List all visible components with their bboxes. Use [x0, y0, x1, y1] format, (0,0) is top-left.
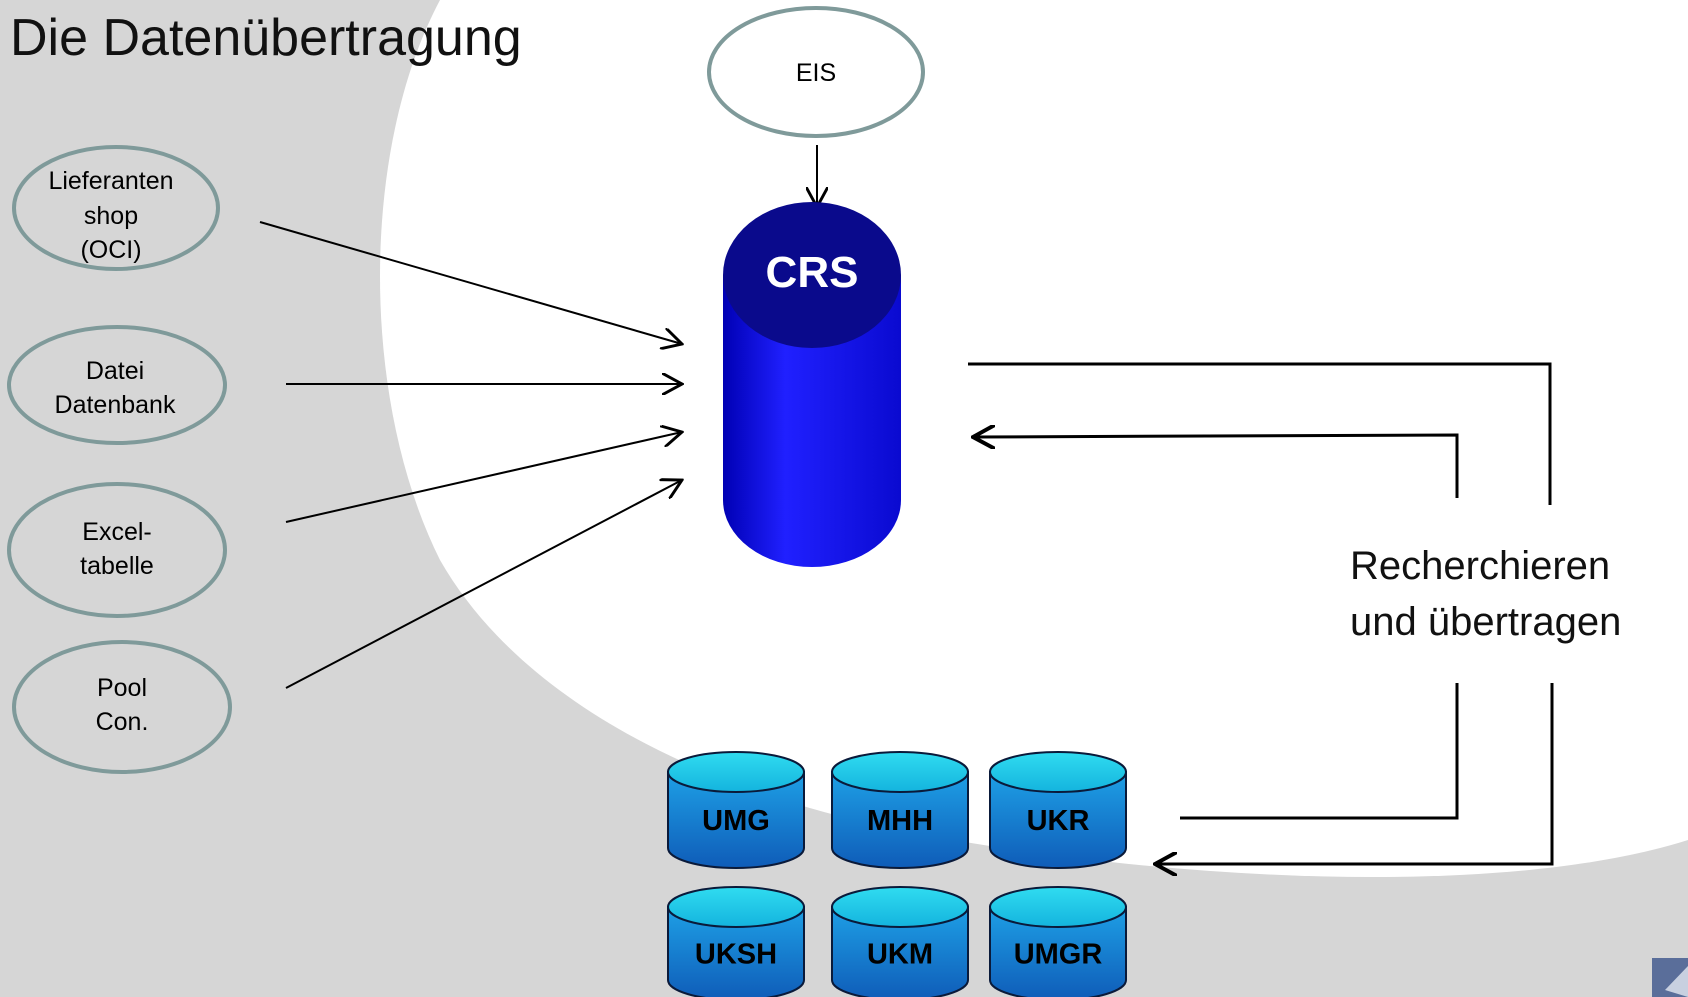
database-uksh: UKSH — [667, 886, 805, 997]
source-arrow — [285, 432, 682, 523]
database-body — [667, 906, 805, 997]
source-label-line: Excel- — [82, 518, 151, 546]
source-lieferantenshop: Lieferanten shop (OCI) — [12, 145, 220, 271]
eis-ellipse — [707, 6, 925, 138]
crs-database: CRS — [723, 202, 901, 567]
transfer-annotation: Recherchieren und übertragen — [1350, 538, 1621, 650]
database-top — [989, 751, 1127, 793]
source-label-line: Con. — [96, 708, 149, 736]
database-label: UKSH — [695, 939, 777, 971]
database-label: MHH — [867, 805, 933, 837]
source-label-line: (OCI) — [80, 236, 141, 264]
database-label: UMGR — [1014, 939, 1103, 971]
source-ellipse — [12, 640, 232, 774]
source-label-line: shop — [84, 202, 138, 230]
db-connector-arrow — [1155, 683, 1554, 864]
source-label-line: Pool — [97, 674, 147, 702]
database-label: UKM — [867, 939, 933, 971]
database-body — [989, 906, 1127, 997]
crs-top — [723, 202, 901, 348]
database-label: UMG — [702, 805, 770, 837]
database-top — [831, 751, 969, 793]
source-pool-con: Pool Con. — [12, 640, 232, 774]
annotation-line: und übertragen — [1350, 600, 1622, 644]
database-body — [831, 771, 969, 869]
database-body — [831, 906, 969, 997]
crs-outbound-line — [968, 362, 1552, 505]
database-top — [831, 886, 969, 928]
database-umgr: UMGR — [989, 886, 1127, 997]
crs-inbound-arrow — [973, 435, 1459, 498]
source-datei-datenbank: Datei Datenbank — [7, 325, 227, 445]
eis-label: EIS — [796, 59, 836, 87]
background-swoosh — [380, 0, 1688, 878]
database-top — [667, 886, 805, 928]
source-label-line: tabelle — [80, 552, 154, 580]
annotation-line: Recherchieren — [1350, 544, 1611, 588]
source-ellipse — [12, 145, 220, 271]
database-ukr: UKR — [989, 751, 1127, 869]
database-top — [667, 751, 805, 793]
source-label-line: Lieferanten — [48, 167, 173, 195]
db-connector-line — [1180, 683, 1459, 820]
crs-body — [723, 275, 901, 567]
database-top — [989, 886, 1127, 928]
database-body — [989, 771, 1127, 869]
source-ellipse — [7, 482, 227, 618]
source-exceltabelle: Excel- tabelle — [7, 482, 227, 618]
source-label-line: Datenbank — [55, 391, 176, 419]
database-body — [667, 771, 805, 869]
slide-title: Die Datenübertragung — [10, 9, 522, 67]
crs-label: CRS — [766, 248, 859, 297]
corner-decoration-accent — [1665, 966, 1688, 997]
database-umg: UMG — [667, 751, 805, 869]
source-arrow — [285, 480, 682, 689]
database-ukm: UKM — [831, 886, 969, 997]
source-label-line: Datei — [86, 357, 144, 385]
database-label: UKR — [1027, 805, 1090, 837]
hospital-databases: UMG MHH UKR UKSH UKM UMGR — [667, 751, 1127, 997]
database-mhh: MHH — [831, 751, 969, 869]
source-ellipse — [7, 325, 227, 445]
source-arrow — [259, 221, 682, 344]
